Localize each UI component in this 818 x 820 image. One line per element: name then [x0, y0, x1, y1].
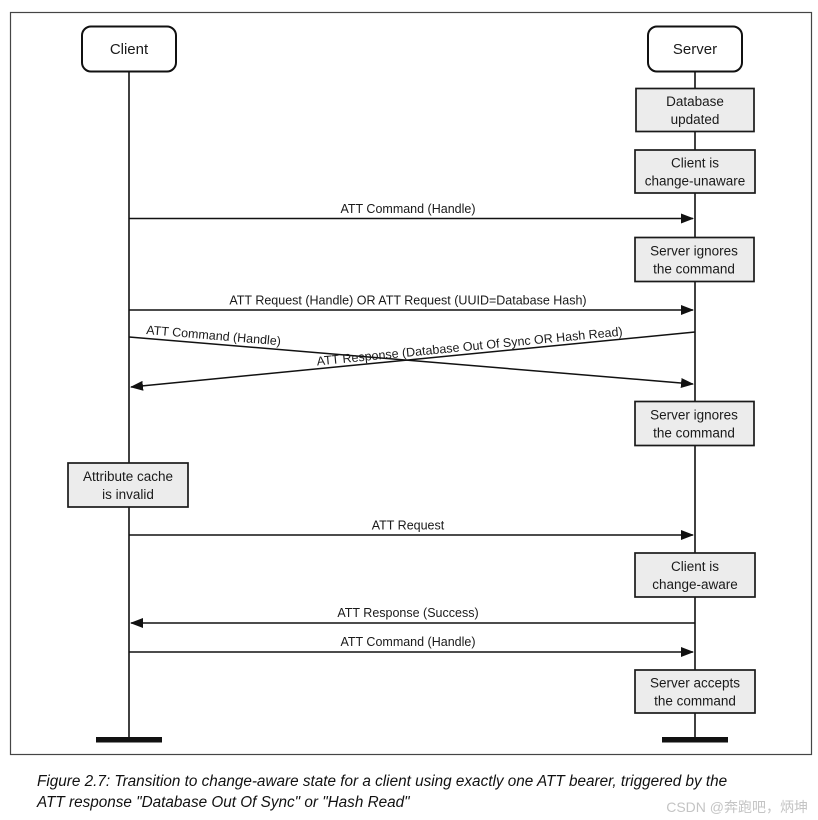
server-termination-bar: [662, 737, 728, 743]
state-change-aware-box: [634, 552, 756, 598]
message-label: ATT Response (Database Out Of Sync OR Ha…: [316, 325, 623, 369]
message-label: ATT Response (Success): [337, 606, 478, 620]
state-label: change-aware: [652, 577, 738, 592]
message-label: ATT Request: [372, 519, 445, 533]
state-label: Client is: [671, 156, 719, 171]
state-label: the command: [654, 694, 736, 709]
state-label: change-unaware: [645, 174, 746, 189]
state-server-accepts-box: [634, 669, 756, 714]
message-att-command-2: ATT Command (Handle): [129, 635, 694, 657]
state-server-ignores-1: Server ignores the command: [634, 236, 755, 283]
message-arrow: [128, 336, 694, 388]
message-att-request-or: ATT Request (Handle) OR ATT Request (UUI…: [129, 294, 694, 315]
message-att-request: ATT Request: [129, 519, 694, 540]
figure-caption-line2: ATT response "Database Out Of Sync" or "…: [37, 794, 410, 811]
state-label: Server ignores: [650, 244, 738, 259]
actor-server-box: [647, 25, 743, 73]
state-label: Client is: [671, 559, 719, 574]
state-server-ignores-2-box: [634, 400, 755, 447]
state-database-updated: Database updated: [635, 87, 755, 133]
state-server-accepts: Server accepts the command: [634, 669, 756, 714]
state-database-updated-box: [635, 87, 755, 133]
actor-server-label: Server: [673, 41, 717, 58]
state-change-aware: Client is change-aware: [634, 552, 756, 598]
actor-client-box: [81, 25, 177, 73]
state-cache-invalid-box: [67, 462, 189, 508]
state-label: the command: [653, 262, 735, 277]
state-label: Attribute cache: [83, 469, 173, 484]
figure-caption: Figure 2.7: Transition to change-aware s…: [37, 771, 797, 813]
message-att-command-1: ATT Command (Handle): [129, 202, 694, 224]
sequence-diagram: Client Server Database updated Client is…: [9, 11, 813, 756]
actor-server: Server: [647, 25, 743, 73]
message-label: ATT Command (Handle): [341, 202, 476, 216]
state-change-unaware-box: [634, 149, 756, 194]
actor-client: Client: [81, 25, 177, 73]
state-label: Database: [666, 94, 724, 109]
message-label: ATT Command (Handle): [341, 635, 476, 649]
message-att-response-success: ATT Response (Success): [130, 606, 695, 628]
state-label: the command: [653, 426, 735, 441]
state-change-unaware: Client is change-unaware: [634, 149, 756, 194]
state-server-ignores-1-box: [634, 236, 755, 283]
client-termination-bar: [96, 737, 162, 743]
message-arrow: [130, 331, 696, 391]
message-label: ATT Request (Handle) OR ATT Request (UUI…: [229, 294, 586, 308]
state-label: Server accepts: [650, 676, 740, 691]
state-label: updated: [671, 112, 720, 127]
figure-caption-line1: Figure 2.7: Transition to change-aware s…: [37, 773, 728, 790]
state-cache-invalid: Attribute cache is invalid: [67, 462, 189, 508]
csdn-watermark: CSDN @奔跑吧，炳坤: [666, 799, 808, 815]
state-server-ignores-2: Server ignores the command: [634, 400, 755, 447]
actor-client-label: Client: [110, 41, 149, 58]
state-label: is invalid: [102, 487, 154, 502]
diagram-border: [9, 11, 813, 756]
state-label: Server ignores: [650, 408, 738, 423]
